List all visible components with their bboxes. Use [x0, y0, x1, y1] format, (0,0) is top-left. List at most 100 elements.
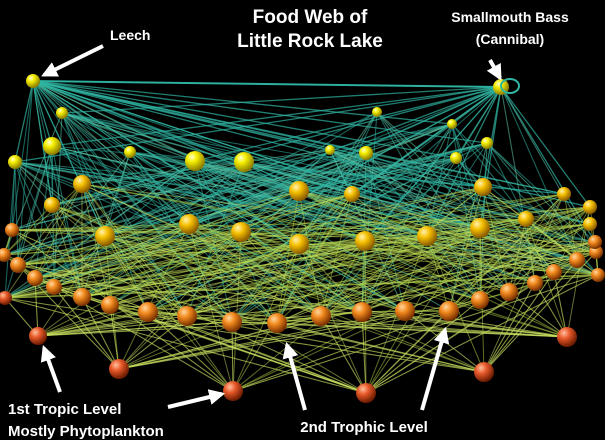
trophic-link [483, 259, 578, 373]
trophic-link [276, 206, 591, 324]
trophic-link [361, 311, 367, 394]
species-node [185, 151, 205, 171]
trophic-link [17, 183, 83, 266]
species-node [179, 214, 199, 234]
trophic-link [147, 241, 596, 313]
trophic-link [483, 251, 597, 373]
trophic-link [4, 183, 83, 299]
trophic-link [81, 296, 120, 370]
trophic-link [81, 160, 196, 185]
trophic-link [34, 277, 39, 337]
trophic-link [365, 282, 536, 394]
trophic-link [32, 80, 591, 208]
trophic-link [147, 311, 234, 392]
trophic-link [32, 80, 106, 237]
trophic-link [320, 315, 367, 394]
trophic-link [329, 149, 484, 188]
trophic-link [51, 86, 502, 147]
title-line-1: Food Web of [253, 7, 368, 28]
trophic-link [61, 112, 527, 220]
trophic-link [426, 86, 502, 237]
trophic-link [4, 227, 481, 299]
species-node [591, 268, 605, 282]
trophic-link [3, 218, 527, 256]
trophic-link [188, 86, 502, 225]
species-node [311, 306, 331, 326]
trophic-link [32, 80, 591, 225]
species-node [10, 257, 26, 273]
trophic-link [3, 183, 83, 256]
trophic-links [3, 80, 599, 394]
trophic-link [61, 86, 502, 114]
trophic-link [17, 264, 568, 338]
trophic-link [448, 142, 488, 312]
trophic-link [147, 235, 428, 313]
trophic-link [51, 145, 300, 245]
trophic-link [553, 271, 568, 338]
trophic-link [32, 80, 565, 195]
trophic-link [32, 80, 63, 114]
bass-label-line-1: Smallmouth Bass [451, 9, 569, 25]
species-node [527, 275, 543, 291]
trophic-link [329, 149, 406, 312]
species-node [43, 137, 61, 155]
trophic-link [32, 80, 457, 159]
species-node [223, 381, 243, 401]
trophic-link [11, 218, 527, 231]
species-node [481, 137, 493, 149]
trophic-link [53, 160, 196, 288]
trophic-link [14, 161, 106, 237]
trophic-link [479, 227, 555, 273]
species-node [109, 359, 129, 379]
bass-arrow [486, 59, 502, 81]
trophic-link [11, 229, 106, 237]
species-node [588, 235, 602, 249]
trophic-link [231, 193, 353, 323]
trophic-link [500, 86, 578, 261]
species-node [372, 107, 382, 117]
trophic-link [104, 235, 406, 312]
species-node [234, 152, 254, 172]
trophic-link [17, 231, 242, 266]
trophic-link [118, 310, 450, 370]
species-node [29, 327, 47, 345]
species-node [583, 200, 597, 214]
trophic-link [11, 223, 190, 231]
trophic-link [365, 310, 450, 394]
species-node [352, 302, 372, 322]
species-node [124, 146, 136, 158]
leech-arrow [41, 44, 104, 77]
leech-label: Leech [110, 27, 150, 43]
species-node [231, 222, 251, 242]
species-node [222, 312, 242, 332]
trophic-link [32, 80, 53, 147]
species-node [557, 327, 577, 347]
trophic-link [376, 111, 536, 284]
trophic-link [104, 235, 363, 313]
trophic-link [14, 86, 502, 163]
level1-label-line-1: 1st Tropic Level [8, 401, 121, 418]
trophic-link [34, 227, 481, 279]
species-node [289, 181, 309, 201]
trophic-link [34, 152, 367, 279]
trophic-link [240, 86, 502, 233]
trophic-link [118, 227, 481, 370]
trophic-link [32, 80, 53, 206]
trophic-link [34, 223, 591, 279]
trophic-link [37, 223, 190, 337]
trophic-link [365, 274, 599, 394]
trophic-link [276, 322, 568, 338]
trophic-link [118, 231, 242, 370]
species-node [450, 152, 462, 164]
trophic-link [37, 251, 597, 337]
trophic-link [81, 183, 555, 273]
species-node [267, 313, 287, 333]
species-node [73, 288, 91, 306]
trophic-link [186, 243, 300, 317]
trophic-link [34, 231, 242, 279]
trophic-link [14, 80, 34, 163]
species-node [518, 211, 534, 227]
trophic-link [104, 235, 485, 373]
species-nodes [0, 74, 605, 403]
